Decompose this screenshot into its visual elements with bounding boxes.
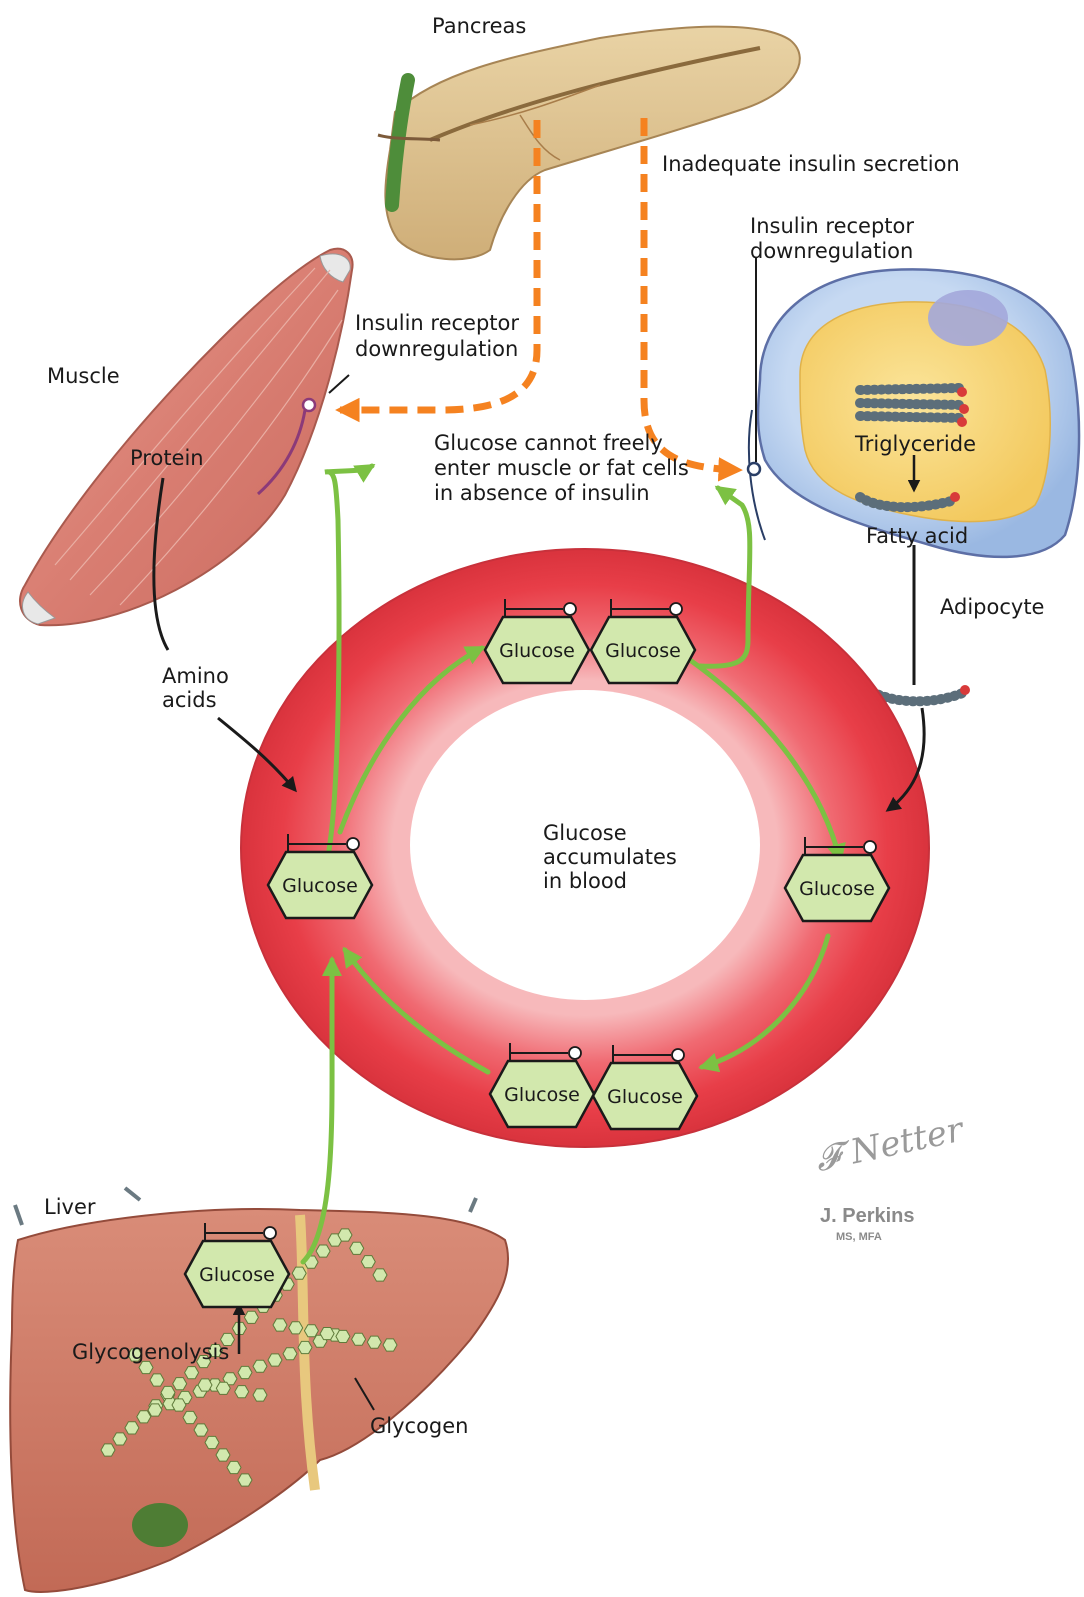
- glycogen-unit: [235, 1386, 249, 1398]
- glycogen-unit: [373, 1269, 387, 1281]
- glucose-oxygen: [264, 1227, 276, 1239]
- glycogen-unit: [172, 1399, 186, 1411]
- glycogen-unit: [361, 1256, 375, 1268]
- glucose-label: Glucose: [607, 1086, 683, 1108]
- glycogen-unit: [150, 1374, 164, 1386]
- signature-credentials: MS, MFA: [836, 1231, 882, 1243]
- glycogen-unit: [350, 1242, 364, 1254]
- label-fatty-acid: Fatty acid: [866, 524, 968, 548]
- glycogen-unit: [227, 1461, 241, 1473]
- glycogen-unit: [253, 1360, 267, 1372]
- glycogen-unit: [316, 1245, 330, 1257]
- label-amino-2: acids: [162, 688, 217, 712]
- label-triglyceride: Triglyceride: [854, 432, 976, 456]
- label-glucose-cannot-2: enter muscle or fat cells: [434, 456, 689, 480]
- glucose-label: Glucose: [199, 1264, 275, 1286]
- glycogen-unit: [148, 1404, 162, 1416]
- label-glycogenolysis: Glycogenolysis: [72, 1340, 229, 1364]
- pancreas-illustration: [378, 27, 800, 260]
- glycogen-unit: [137, 1411, 151, 1423]
- label-insulin-receptor-fat-2: downregulation: [750, 239, 913, 263]
- signature-artist: J. Perkins: [820, 1205, 915, 1227]
- label-accumulates-3: in blood: [543, 869, 627, 893]
- glycogen-unit: [244, 1311, 258, 1323]
- glycogen-unit: [113, 1433, 127, 1445]
- glucose-label: Glucose: [605, 640, 681, 662]
- label-glucose-cannot-3: in absence of insulin: [434, 481, 650, 505]
- glycogen-unit: [383, 1339, 397, 1351]
- netter-signature: 𝓕 Netter: [812, 1109, 968, 1180]
- glucose-label: Glucose: [499, 640, 575, 662]
- glycogen-unit: [338, 1229, 352, 1241]
- label-accumulates-2: accumulates: [543, 845, 677, 869]
- glycogen-unit: [173, 1378, 187, 1390]
- glycogen-unit: [336, 1330, 350, 1342]
- glycogen-unit: [292, 1267, 306, 1279]
- glucose-label: Glucose: [282, 875, 358, 897]
- label-insulin-receptor-muscle-1: Insulin receptor: [355, 311, 519, 335]
- label-amino-1: Amino: [162, 664, 229, 688]
- glycogen-unit: [273, 1319, 287, 1331]
- glycogen-unit: [268, 1354, 282, 1366]
- glycogen-unit: [238, 1366, 252, 1378]
- glycogen-unit: [161, 1386, 175, 1398]
- glucose-oxygen: [569, 1047, 581, 1059]
- muscle-illustration: [20, 249, 353, 626]
- glycogen-unit: [298, 1341, 312, 1353]
- glycogen-unit: [216, 1449, 230, 1461]
- glucose-label: Glucose: [504, 1084, 580, 1106]
- glycogen-unit: [253, 1389, 267, 1401]
- glycogen-unit: [283, 1348, 297, 1360]
- glycogen-unit: [198, 1379, 212, 1391]
- label-pancreas: Pancreas: [432, 14, 526, 38]
- glucose-oxygen: [864, 841, 876, 853]
- label-glucose-cannot-1: Glucose cannot freely: [434, 431, 663, 455]
- glycogen-unit: [238, 1474, 252, 1486]
- glycogen-unit: [367, 1336, 381, 1348]
- glycogen-unit: [352, 1333, 366, 1345]
- label-adipocyte: Adipocyte: [940, 595, 1044, 619]
- label-accumulates-1: Glucose: [543, 821, 627, 845]
- glucose-oxygen: [670, 603, 682, 615]
- glycogen-unit: [304, 1325, 318, 1337]
- artist-signature: 𝓕 Netter J. Perkins MS, MFA: [812, 1109, 968, 1243]
- label-insulin-receptor-fat-1: Insulin receptor: [750, 214, 914, 238]
- glucose-oxygen: [672, 1049, 684, 1061]
- label-glycogen: Glycogen: [370, 1414, 469, 1438]
- label-muscle: Muscle: [47, 364, 120, 388]
- label-inadequate-insulin: Inadequate insulin secretion: [662, 152, 960, 176]
- glucose-oxygen: [347, 838, 359, 850]
- glycogen-unit: [125, 1422, 139, 1434]
- glycogen-unit: [216, 1382, 230, 1394]
- label-protein: Protein: [130, 446, 204, 470]
- glycogen-unit: [185, 1367, 199, 1379]
- glycogen-unit: [205, 1436, 219, 1448]
- label-liver: Liver: [44, 1195, 96, 1219]
- glycogen-unit: [194, 1424, 208, 1436]
- glycogen-unit: [289, 1322, 303, 1334]
- glucose-oxygen: [564, 603, 576, 615]
- triglyceride-molecule: [860, 387, 969, 427]
- label-insulin-receptor-muscle-2: downregulation: [355, 337, 518, 361]
- glycogen-unit: [320, 1328, 334, 1340]
- glucose-label: Glucose: [799, 878, 875, 900]
- glycogen-unit: [101, 1444, 115, 1456]
- glycogen-unit: [183, 1411, 197, 1423]
